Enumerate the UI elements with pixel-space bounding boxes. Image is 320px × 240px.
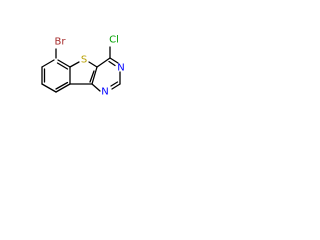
chlorine-label: Cl — [109, 35, 119, 46]
bond — [91, 83, 101, 92]
bond — [55, 83, 71, 93]
bond — [108, 60, 116, 67]
molecule-drawing: Br Cl S N N — [41, 35, 125, 98]
bond — [69, 61, 80, 68]
bond — [88, 61, 98, 68]
nitrogen-label: N — [117, 63, 124, 74]
thiophene-ring — [69, 61, 98, 85]
bond — [89, 70, 95, 83]
bond — [41, 83, 57, 93]
sulfur-label: S — [81, 55, 87, 66]
bromine-label: Br — [55, 37, 67, 48]
bond — [96, 57, 111, 68]
bond — [110, 81, 119, 87]
bond — [55, 81, 69, 90]
nitrogen-label: N — [101, 87, 108, 98]
bond — [41, 59, 55, 68]
bond — [57, 59, 71, 68]
bond — [109, 57, 119, 64]
structure-canvas: Br Cl S N N — [0, 0, 152, 152]
bond — [56, 62, 69, 70]
benzene-ring — [41, 59, 71, 93]
bond — [91, 66, 98, 85]
pyrimidine-ring — [91, 57, 121, 92]
bond — [111, 83, 121, 90]
